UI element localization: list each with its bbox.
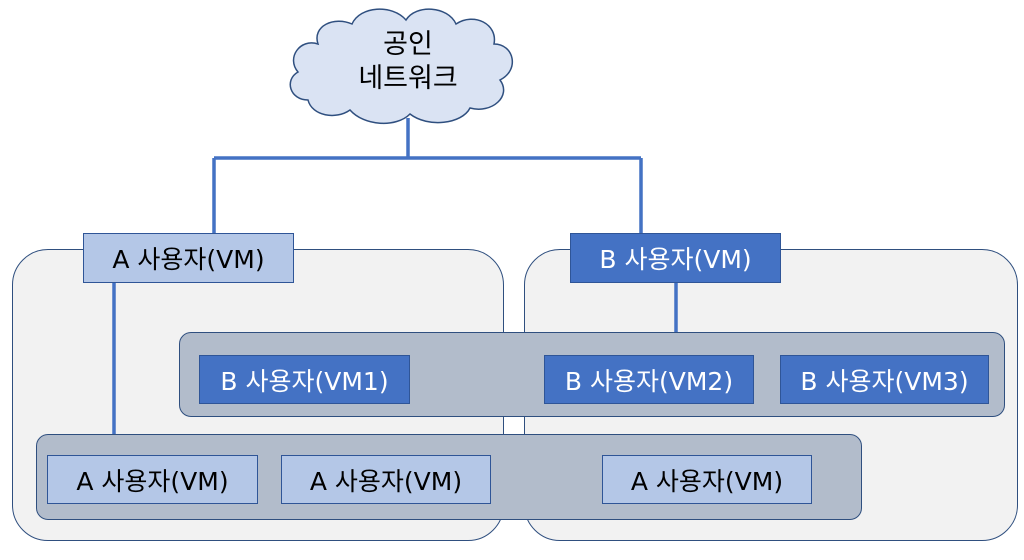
cloud-label-line2: 네트워크 (358, 63, 458, 94)
b-vm2-box: B 사용자(VM2) (544, 355, 754, 404)
a-host-box: A 사용자(VM) (83, 233, 294, 283)
b-vm3-box: B 사용자(VM3) (780, 355, 989, 404)
cloud-label: 공인 네트워크 (308, 28, 508, 96)
cloud-label-line1: 공인 (383, 29, 433, 60)
a-vm-box-3: A 사용자(VM) (602, 455, 812, 504)
b-host-box: B 사용자(VM) (570, 233, 781, 283)
a-vm-box-2: A 사용자(VM) (281, 455, 491, 504)
b-vm1-box: B 사용자(VM1) (199, 355, 410, 404)
a-vm-box-1: A 사용자(VM) (47, 455, 258, 504)
